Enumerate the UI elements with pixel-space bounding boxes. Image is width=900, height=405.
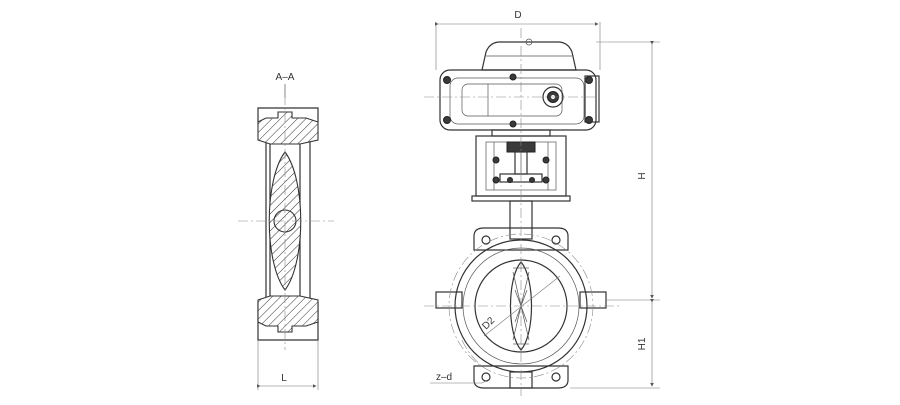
actuator-connector: [584, 75, 600, 123]
section-view: A–A L: [238, 72, 334, 390]
section-bottom-seat: [257, 295, 319, 333]
front-view: D: [424, 10, 660, 396]
dim-H1-label: H1: [637, 337, 648, 350]
dim-D-label: D: [514, 10, 521, 21]
section-label: A–A: [276, 72, 295, 83]
valve-top-flange: [473, 227, 569, 251]
dim-D2-label: D2: [480, 315, 497, 332]
actuator-cap: [481, 41, 577, 71]
valve-bottom-flange: [473, 365, 569, 389]
dim-zd-label: z–d: [436, 372, 452, 383]
dim-H-label: H: [637, 172, 648, 179]
valve-disc: [509, 261, 533, 351]
left-boss: [435, 291, 463, 309]
actuator-housing: [439, 69, 597, 131]
dim-L-label: L: [281, 373, 287, 384]
section-top-seat: [257, 111, 319, 145]
